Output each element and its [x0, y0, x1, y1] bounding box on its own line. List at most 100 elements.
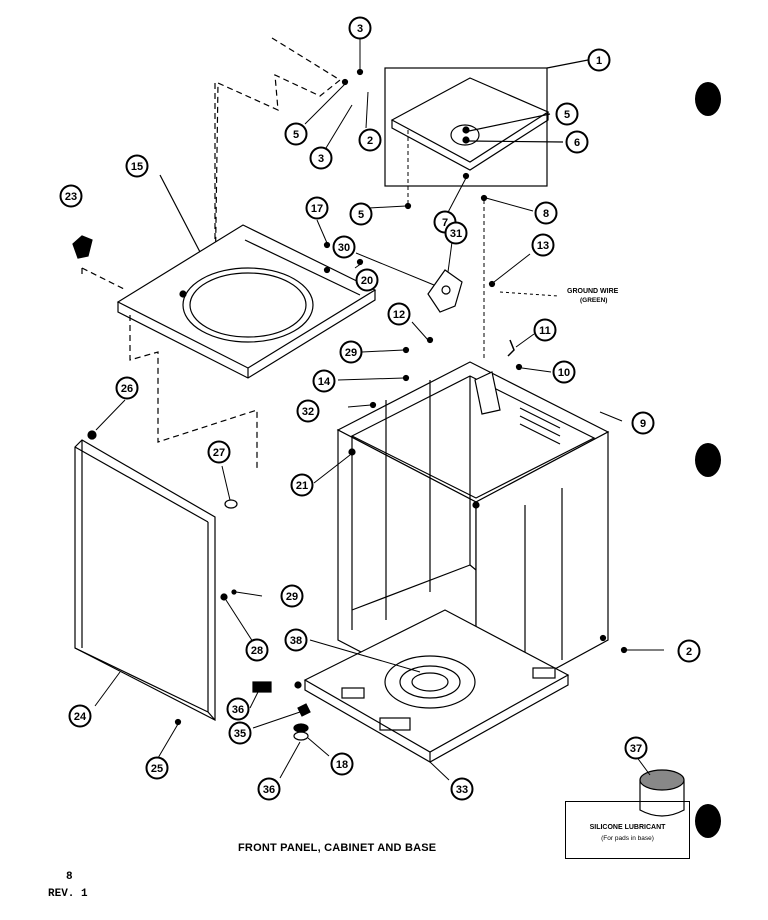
callout-1: 1: [587, 48, 611, 72]
callout-circle: [125, 154, 149, 178]
callout-circle: [555, 102, 579, 126]
callout-21: 21: [290, 473, 314, 497]
callout-circle: [207, 440, 231, 464]
callout-number: 3: [318, 153, 324, 165]
callout-36: 36: [257, 777, 281, 801]
callout-number: 23: [65, 191, 77, 203]
callout-36: 36: [226, 697, 250, 721]
callout-10: 10: [552, 360, 576, 384]
callout-number: 13: [537, 240, 549, 252]
callout-number: 29: [286, 591, 298, 603]
callout-number: 32: [302, 406, 314, 418]
callout-5: 5: [284, 122, 308, 146]
callout-circle: [348, 16, 372, 40]
callout-circle: [290, 473, 314, 497]
callout-circle: [624, 736, 648, 760]
callout-number: 3: [357, 23, 363, 35]
callout-number: 37: [630, 743, 642, 755]
callout-5: 5: [555, 102, 579, 126]
callout-number: 33: [456, 784, 468, 796]
callout-circle: [552, 360, 576, 384]
callout-24: 24: [68, 704, 92, 728]
callout-number: 11: [539, 325, 551, 337]
callout-circle: [565, 130, 589, 154]
callout-number: 36: [263, 784, 275, 796]
registration-dot: [695, 443, 721, 477]
callout-27: 27: [207, 440, 231, 464]
callout-circle: [332, 235, 356, 259]
figure-caption: FRONT PANEL, CABINET AND BASE: [238, 842, 437, 854]
callout-number: 6: [574, 137, 580, 149]
callout-number: 1: [596, 55, 602, 67]
callout-29: 29: [339, 340, 363, 364]
callout-number: 21: [296, 480, 308, 492]
callout-circle: [145, 756, 169, 780]
callout-number: 28: [251, 645, 263, 657]
callout-number: 2: [367, 135, 373, 147]
callout-14: 14: [312, 369, 336, 393]
callout-circle: [355, 268, 379, 292]
callout-circle: [330, 752, 354, 776]
callout-circle: [677, 639, 701, 663]
callout-38: 38: [284, 628, 308, 652]
callout-28: 28: [245, 638, 269, 662]
callout-number: 38: [290, 635, 302, 647]
small-parts: [72, 68, 685, 817]
callout-33: 33: [450, 777, 474, 801]
callout-30: 30: [332, 235, 356, 259]
callout-circle: [284, 628, 308, 652]
callout-number: 5: [358, 209, 364, 221]
callout-circle: [349, 202, 373, 226]
callout-number: 36: [232, 704, 244, 716]
callout-circle: [228, 721, 252, 745]
callout-15: 15: [125, 154, 149, 178]
callout-number: 10: [558, 367, 570, 379]
callout-12: 12: [387, 302, 411, 326]
callout-number: 20: [361, 275, 373, 287]
callout-circle: [631, 411, 655, 435]
callout-circle: [226, 697, 250, 721]
callout-18: 18: [330, 752, 354, 776]
callout-number: 14: [318, 376, 331, 388]
callout-circle: [339, 340, 363, 364]
callout-circle: [280, 584, 304, 608]
callout-3: 3: [348, 16, 372, 40]
callout-circle: [450, 777, 474, 801]
callout-number: 18: [336, 759, 348, 771]
callout-5: 5: [349, 202, 373, 226]
page-number: 8: [66, 871, 73, 883]
callout-circle: [387, 302, 411, 326]
callout-2: 2: [677, 639, 701, 663]
callout-number: 27: [213, 447, 225, 459]
top-panel: [116, 174, 377, 379]
callout-number: 17: [311, 203, 323, 215]
callout-circle: [245, 638, 269, 662]
callout-circle: [531, 233, 555, 257]
callout-circle: [59, 184, 83, 208]
lubricant-note: (For pads in base): [601, 835, 654, 842]
callout-number: 31: [450, 228, 462, 240]
callout-6: 6: [565, 130, 589, 154]
callout-circle: [358, 128, 382, 152]
callout-3: 3: [309, 146, 333, 170]
callout-circle: [296, 399, 320, 423]
callout-number: 12: [393, 309, 405, 321]
base: [294, 609, 570, 763]
callout-number: 15: [131, 161, 143, 173]
callout-number: 5: [564, 109, 570, 121]
callout-2: 2: [358, 128, 382, 152]
ground-wire-color: (GREEN): [580, 297, 608, 304]
callout-circle: [68, 704, 92, 728]
callout-number: 29: [345, 347, 357, 359]
front-panel: [74, 430, 238, 721]
callout-20: 20: [355, 268, 379, 292]
callout-circle: [312, 369, 336, 393]
callout-number: 35: [234, 728, 246, 740]
revision-label: REV. 1: [48, 888, 88, 900]
callout-8: 8: [534, 201, 558, 225]
callout-circle: [444, 221, 468, 245]
callout-number: 9: [640, 418, 646, 430]
